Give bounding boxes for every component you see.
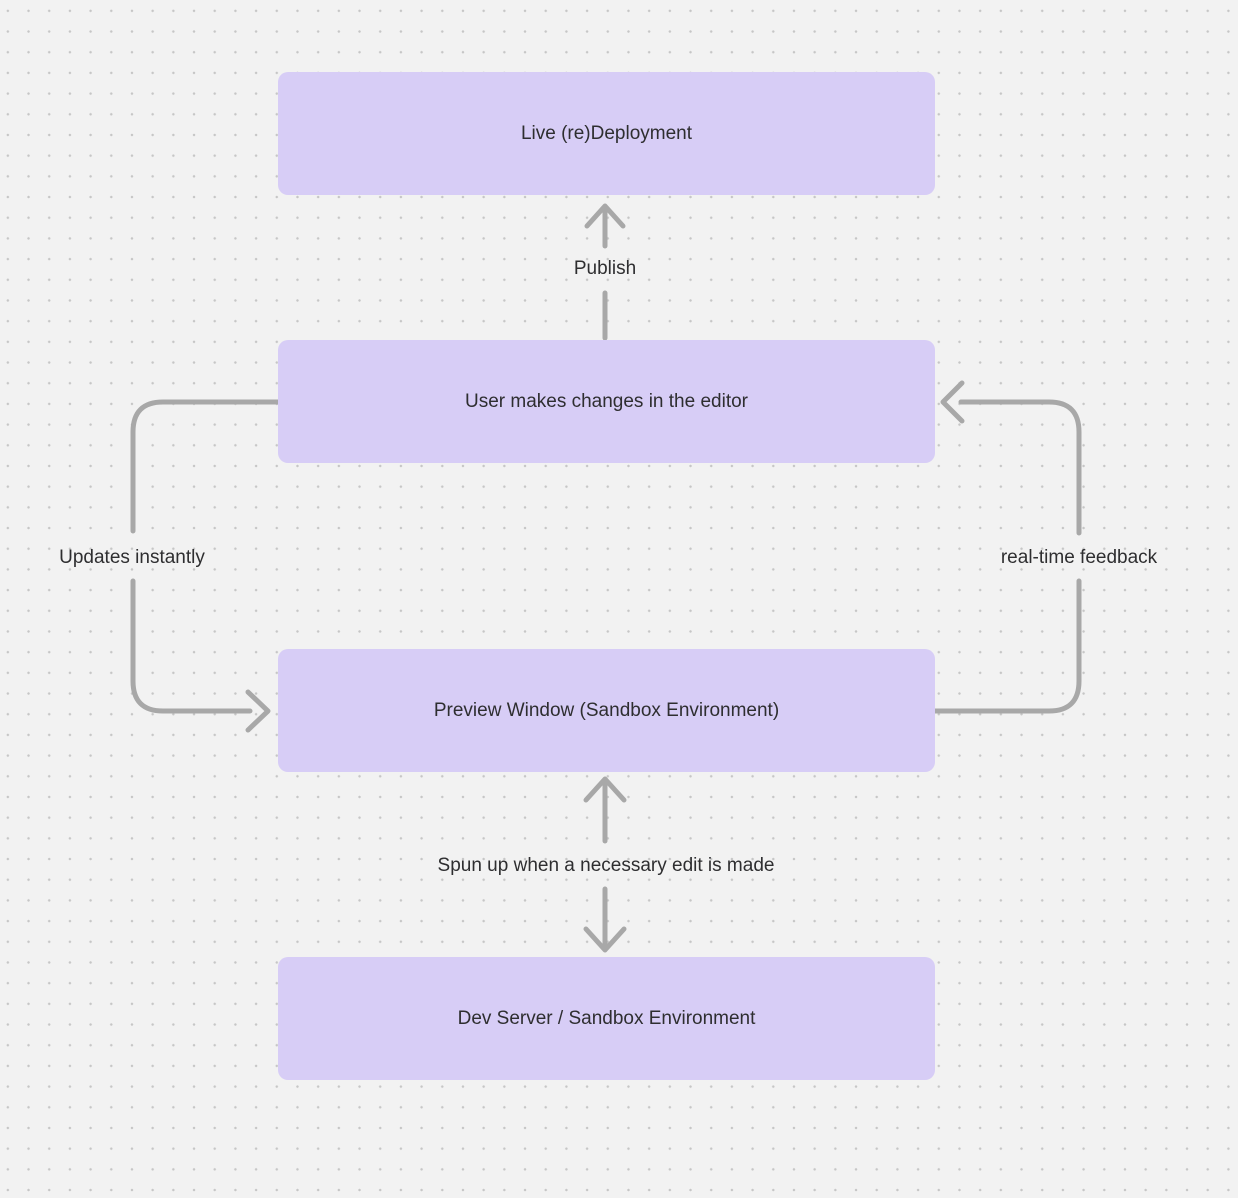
edge-label-updates-instantly: Updates instantly: [59, 547, 205, 568]
updates-arrow-upper-segment: [130, 399, 281, 534]
spun-up-arrow: [583, 776, 627, 953]
feedback-arrow-head-icon: [940, 380, 965, 424]
spun-up-arrow-up-head-icon: [583, 776, 627, 803]
updates-arrow-lower-segment: [130, 578, 253, 714]
edge-label-spun-up: Spun up when a necessary edit is made: [437, 855, 775, 876]
publish-arrow: [584, 203, 626, 341]
node-user-editor-label: User makes changes in the editor: [464, 390, 749, 412]
node-preview-window-label: Preview Window (Sandbox Environment): [433, 699, 780, 721]
feedback-arrow-upper-segment: [958, 399, 1082, 536]
spun-up-arrow-down-head-icon: [583, 926, 627, 953]
feedback-arrow-lower-segment: [932, 578, 1082, 714]
node-preview-window: Preview Window (Sandbox Environment): [278, 649, 935, 772]
realtime-feedback-arrow: [932, 380, 1082, 714]
node-live-deployment-label: Live (re)Deployment: [520, 122, 693, 144]
node-live-deployment: Live (re)Deployment: [278, 72, 935, 195]
node-user-editor: User makes changes in the editor: [278, 340, 935, 463]
node-dev-server: Dev Server / Sandbox Environment: [278, 957, 935, 1080]
edge-label-publish: Publish: [573, 258, 637, 279]
node-dev-server-label: Dev Server / Sandbox Environment: [457, 1007, 756, 1029]
publish-arrow-head-icon: [584, 203, 626, 229]
updates-arrow-head-icon: [245, 689, 271, 733]
updates-instantly-arrow: [130, 399, 281, 733]
edge-label-realtime-feedback: real-time feedback: [1000, 547, 1158, 568]
